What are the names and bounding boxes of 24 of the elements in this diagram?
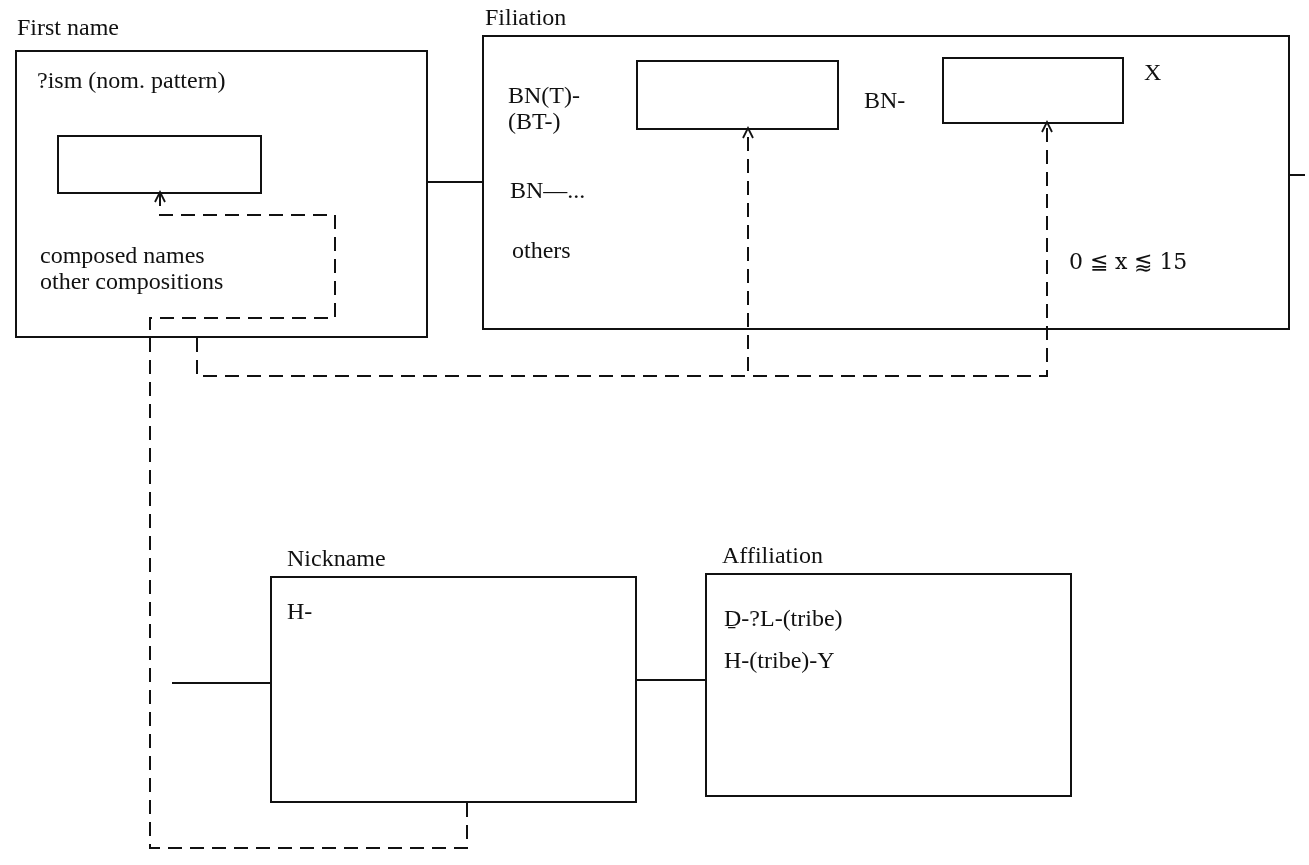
pattern-text: H-(tribe)-Y (724, 647, 835, 673)
pattern-text: ?ism (nom. pattern) (37, 67, 226, 93)
pattern-text: composed names other compositions (40, 242, 225, 294)
empty-slot-box (636, 60, 839, 130)
empty-slot-box (942, 57, 1124, 124)
pattern-text: Ḏ-?L-(tribe) (724, 605, 843, 631)
box-heading: Nickname (287, 545, 386, 571)
empty-slot-box (57, 135, 262, 194)
dashed-arrow (149, 191, 468, 849)
pattern-text: BN- (864, 87, 906, 113)
pattern-text: H- (287, 598, 313, 624)
box-heading: First name (17, 14, 119, 40)
dashed-arrow (196, 121, 1053, 377)
connector-line (427, 181, 483, 183)
pattern-text: others (512, 237, 571, 263)
box-heading: Filiation (485, 4, 567, 30)
pattern-text: BN(T)- (BT-) (508, 82, 581, 134)
pattern-text: BN—... (510, 177, 586, 203)
box-heading: Affiliation (722, 542, 823, 568)
variable-label: X (1144, 59, 1162, 85)
range-formula: 0 ≦ x ⪅ 15 (1069, 249, 1188, 275)
connector-line (1289, 174, 1306, 176)
connector-line (636, 679, 706, 681)
connector-line (171, 682, 271, 684)
